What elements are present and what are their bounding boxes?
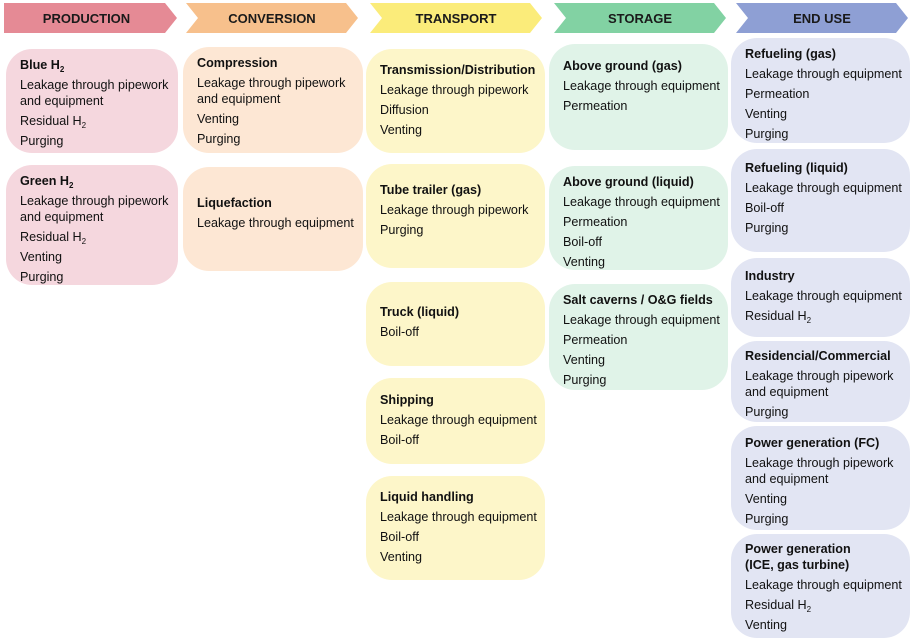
card-liquid-handling: Liquid handling Leakage through equipmen… — [366, 476, 545, 580]
card-liquefaction: Liquefaction Leakage through equipment — [183, 167, 363, 271]
card-item: Leakage through equipment — [197, 216, 354, 230]
card-item: Venting — [563, 255, 606, 269]
card-title: Shipping — [380, 393, 434, 407]
card-item: Boil-off — [380, 530, 419, 544]
card-above-ground-gas: Above ground (gas) Leakage through equip… — [549, 44, 728, 150]
card-item: Permeation — [745, 87, 810, 101]
card-item: Leakage through pipework — [380, 83, 529, 97]
card-item: Boil-off — [380, 325, 419, 339]
card-item: Venting — [380, 123, 423, 137]
card-item: Leakage through equipment — [563, 195, 720, 209]
card-tube-trailer: Tube trailer (gas) Leakage through pipew… — [366, 164, 545, 268]
card-transmission: Transmission/Distribution Leakage throug… — [366, 49, 545, 153]
card-item: Boil-off — [380, 433, 419, 447]
card-item: Diffusion — [380, 103, 429, 117]
card-item: Residual H2 — [20, 114, 87, 130]
card-item: Purging — [745, 512, 789, 526]
card-title: Refueling (gas) — [745, 47, 836, 61]
card-blue-h2: Blue H2 Leakage through pipework and equ… — [6, 49, 178, 153]
card-item: Purging — [745, 221, 789, 235]
card-title: Truck (liquid) — [380, 305, 460, 319]
header-end-use: END USE — [736, 3, 908, 33]
card-item: Venting — [197, 112, 240, 126]
card-title: Green H2 — [20, 174, 74, 190]
card-salt-caverns: Salt caverns / O&G fields Leakage throug… — [549, 284, 728, 390]
card-item: Venting — [20, 250, 63, 264]
card-item: Boil-off — [563, 235, 602, 249]
card-item: Leakage through pipework and equipment — [745, 369, 894, 399]
card-item: Leakage through pipework and equipment — [20, 78, 169, 108]
card-item: Leakage through equipment — [563, 79, 720, 93]
card-item: Permeation — [563, 333, 628, 347]
card-item: Leakage through pipework and equipment — [745, 456, 894, 486]
card-title: Transmission/Distribution — [380, 63, 536, 77]
header-production: PRODUCTION — [4, 3, 177, 33]
card-title: Power generation (FC) — [745, 436, 880, 450]
card-title: Residencial/Commercial — [745, 349, 891, 363]
card-title: Power generation (ICE, gas turbine) — [745, 542, 851, 572]
card-item: Leakage through pipework and equipment — [197, 76, 346, 106]
header-transport: TRANSPORT — [370, 3, 542, 33]
card-item: Purging — [745, 127, 789, 141]
card-title: Salt caverns / O&G fields — [563, 293, 713, 307]
card-title: Tube trailer (gas) — [380, 183, 482, 197]
card-title: Liquid handling — [380, 490, 474, 504]
card-item: Permeation — [563, 215, 628, 229]
card-item: Leakage through pipework — [380, 203, 529, 217]
card-power-generation-fc: Power generation (FC) Leakage through pi… — [731, 426, 910, 530]
card-item: Leakage through equipment — [745, 181, 902, 195]
card-industry: Industry Leakage through equipment Resid… — [731, 258, 910, 337]
card-item: Residual H2 — [20, 230, 87, 246]
card-title: Industry — [745, 269, 795, 283]
card-title: Above ground (gas) — [563, 59, 682, 73]
card-item: Residual H2 — [745, 309, 812, 325]
card-shipping: Shipping Leakage through equipment Boil-… — [366, 378, 545, 464]
card-item: Purging — [745, 405, 789, 419]
card-item: Purging — [20, 134, 64, 148]
card-above-ground-liquid: Above ground (liquid) Leakage through eq… — [549, 166, 728, 270]
card-item: Venting — [745, 107, 788, 121]
card-item: Leakage through pipework and equipment — [20, 194, 169, 224]
card-compression: Compression Leakage through pipework and… — [183, 47, 363, 153]
card-item: Leakage through equipment — [745, 289, 902, 303]
card-item: Purging — [563, 373, 607, 387]
card-green-h2: Green H2 Leakage through pipework and eq… — [6, 165, 178, 285]
card-item: Leakage through equipment — [745, 578, 902, 592]
card-item: Purging — [380, 223, 424, 237]
header-storage: STORAGE — [554, 3, 726, 33]
card-item: Purging — [20, 270, 64, 284]
header-conversion: CONVERSION — [186, 3, 358, 33]
card-item: Permeation — [563, 99, 628, 113]
card-item: Leakage through equipment — [745, 67, 902, 81]
card-power-generation-ice: Power generation (ICE, gas turbine) Leak… — [731, 534, 910, 638]
card-item: Venting — [380, 550, 423, 564]
card-item: Leakage through equipment — [563, 313, 720, 327]
card-item: Venting — [563, 353, 606, 367]
card-title: Refueling (liquid) — [745, 161, 848, 175]
card-title: Liquefaction — [197, 196, 272, 210]
card-residencial-commercial: Residencial/Commercial Leakage through p… — [731, 341, 910, 422]
card-truck: Truck (liquid) Boil-off — [366, 282, 545, 366]
card-item: Venting — [745, 618, 788, 632]
card-refueling-liquid: Refueling (liquid) Leakage through equip… — [731, 149, 910, 252]
card-item: Purging — [197, 132, 241, 146]
card-item: Residual H2 — [745, 598, 812, 614]
card-title: Blue H2 — [20, 58, 65, 74]
card-item: Venting — [745, 492, 788, 506]
card-refueling-gas: Refueling (gas) Leakage through equipmen… — [731, 38, 910, 143]
card-title: Above ground (liquid) — [563, 175, 694, 189]
card-item: Leakage through equipment — [380, 510, 537, 524]
card-item: Boil-off — [745, 201, 784, 215]
card-title: Compression — [197, 56, 278, 70]
card-item: Leakage through equipment — [380, 413, 537, 427]
